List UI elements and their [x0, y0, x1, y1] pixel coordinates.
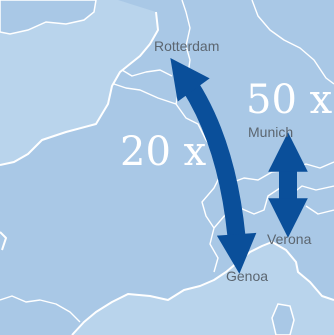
- multiplier-label-long-route: 20 x: [120, 129, 207, 175]
- island-corsica: [271, 303, 295, 335]
- city-label-munich: Munich: [248, 124, 294, 140]
- border-germany-czech: [251, 0, 334, 85]
- city-label-genoa: Genoa: [226, 268, 269, 284]
- city-label-verona: Verona: [267, 231, 312, 247]
- city-label-rotterdam: Rotterdam: [154, 38, 220, 54]
- multiplier-label-short-route: 50 x: [246, 77, 333, 123]
- britain-coast: [0, 0, 97, 35]
- border-france-spain: [0, 295, 81, 323]
- arrow-rotterdam-genoa: [170, 57, 257, 274]
- border-italy-slovenia: [305, 205, 334, 215]
- border-belgium-north: [121, 69, 173, 77]
